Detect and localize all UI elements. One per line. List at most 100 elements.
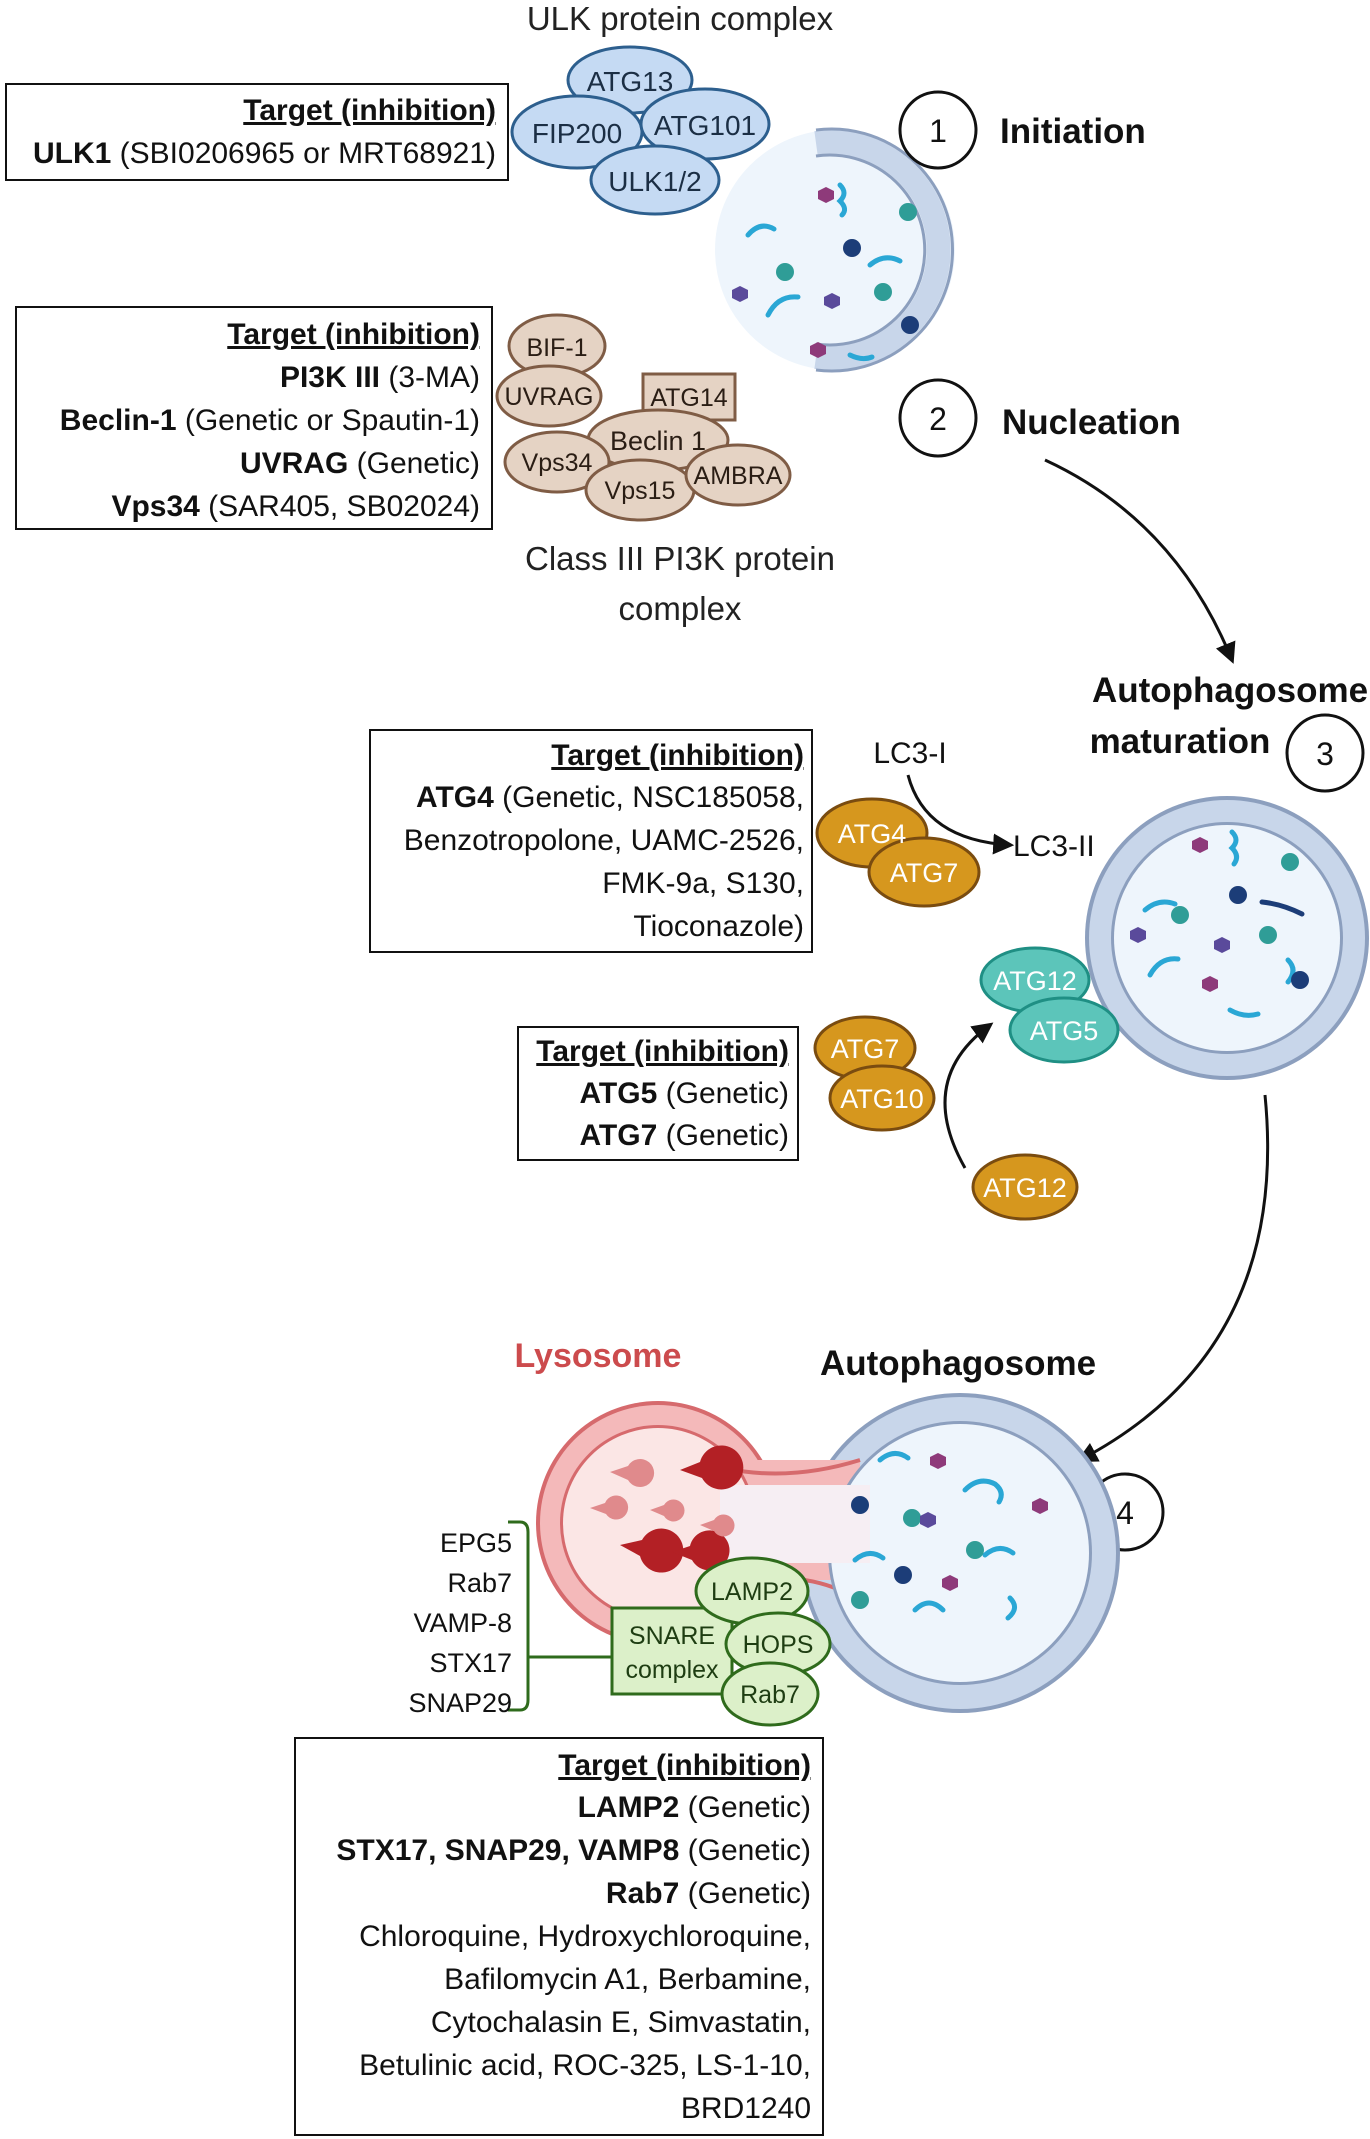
cargo-strand [962,1478,1004,1505]
enzyme-shape [610,1459,655,1487]
target-detail: (SBI0206965 or MRT68921) [111,137,496,170]
target-row: ATG7 (Genetic) [579,1119,789,1152]
enzyme-label: ATG4 [838,819,907,849]
target-heading: Target (inhibition) [536,1035,789,1068]
target-row: Tioconazole) [633,910,804,943]
protein-ulk1-2 [589,144,721,216]
fusion-cargo [851,1451,1048,1621]
protein-label: BIF-1 [526,334,587,362]
protein-label: Beclin 1 [610,426,706,456]
fusion-target-box: Target (inhibition) LAMP2 (Genetic) STX1… [294,1737,824,2136]
target-box-frame [369,729,813,953]
step-number-circle [898,378,978,458]
bracket-item: VAMP-8 [413,1608,512,1638]
phagophore-membrane-inner-edge [815,153,927,347]
step-number: 3 [1316,736,1334,772]
cargo-strand [1147,956,1181,978]
conjugate-label: ATG12 [993,966,1077,996]
cargo-strand [982,1546,1016,1558]
cargo-hexagon [942,1575,958,1591]
enzyme-atg10 [828,1064,936,1132]
atg4-target-box: Target (inhibition) ATG4 (Genetic, NSC18… [369,729,813,953]
protein-uvrag [495,364,603,428]
target-row: UVRAG (Genetic) [240,447,480,480]
target-name: STX17, SNAP29, VAMP8 [336,1834,679,1867]
cargo-strand [745,223,777,238]
step-3-maturation: Autophagosome maturation 3 [1090,671,1368,793]
ulk-protein-complex: ULK protein complex ATG13 FIP200 ATG101 … [510,0,834,216]
enzyme-shape [672,1530,730,1571]
target-row: ATG5 (Genetic) [579,1077,789,1110]
snare-label-line1: SNARE [629,1622,715,1650]
target-row: Benzotropolone, UAMC-2526, [404,824,804,857]
protein-label: ATG13 [587,66,674,97]
target-detail: (Genetic) [657,1119,789,1152]
protein-label: HOPS [743,1631,814,1659]
fusion-machinery: SNARE complex LAMP2 HOPS Rab7 EPG5 Rab7 … [408,1520,832,1727]
arrow-lc3-conversion [906,774,1015,855]
fusing-autophagosome-lumen [831,1424,1089,1682]
substrate-atg12 [971,1153,1079,1221]
conjugate-atg5 [1008,996,1120,1064]
cargo-hexagon [930,1453,946,1469]
target-name: LAMP2 [578,1791,680,1824]
snare-label-line2: complex [625,1656,719,1684]
conjugate-label: ATG5 [1030,1016,1099,1046]
cargo-strand [867,255,903,268]
protein-label: Rab7 [740,1681,800,1709]
cargo-strand [847,352,875,362]
substrate-label: ATG12 [983,1173,1067,1203]
bracket-item: EPG5 [440,1528,512,1558]
target-box-frame [15,306,493,530]
bracket-item: SNAP29 [408,1688,512,1718]
target-row: PI3K III (3-MA) [280,361,480,394]
target-row: Bafilomycin A1, Berbamine, [444,1963,811,1996]
autolysosome-fusion [536,1393,1120,1713]
cargo-strand [1285,957,1296,985]
enzyme-shape [620,1528,684,1573]
cargo-strand [765,294,801,318]
lc3-ii-label: LC3-II [1013,830,1095,863]
phagophore-membrane-outer-edge [815,127,954,373]
step-number: 4 [1116,1495,1134,1531]
cargo-strand [1259,899,1305,917]
target-heading: Target (inhibition) [243,94,496,127]
lc3-conversion: LC3-I LC3-II ATG4 ATG7 [815,737,1095,908]
pi3k-target-box: Target (inhibition) PI3K III (3-MA) Becl… [15,306,493,530]
cargo-dot [903,1509,921,1527]
target-row: Beclin-1 (Genetic or Spautin-1) [60,404,480,437]
target-row: ATG4 (Genetic, NSC185058, [416,781,804,814]
enzyme-atg7 [867,836,981,908]
enzyme-shape [700,1514,735,1537]
enzyme-shape [650,1499,685,1522]
cargo-strand [1142,899,1178,913]
cargo-dot [1291,971,1309,989]
atg12-conjugation: ATG12 ATG5 ATG7 ATG10 ATG12 [813,946,1120,1221]
autophagosome-lumen [1114,825,1340,1051]
ulk-complex-label: ULK protein complex [527,0,834,37]
cargo-hexagon [1130,927,1146,943]
cargo-strand [1228,829,1240,867]
arrow-nucleation-to-maturation [1044,458,1236,664]
protein-ambra [684,443,792,507]
target-name: Rab7 [606,1877,679,1910]
protein-label: UVRAG [505,383,594,411]
bracket-item: STX17 [429,1648,512,1678]
lysosome-label: Lysosome [515,1337,682,1375]
step-number: 2 [929,401,947,437]
protein-vps34 [503,430,611,494]
phagophore-membrane-inner [814,130,951,370]
lc3-i-label: LC3-I [873,737,946,770]
cargo-dot [1281,853,1299,871]
target-name: ULK1 [33,137,111,170]
target-name: Vps34 [111,490,200,523]
autophagosome-mature [1085,796,1369,1080]
phagophore [715,127,955,373]
cargo-dot [1229,886,1247,904]
cargo-hexagon [920,1512,936,1528]
target-row: FMK-9a, S130, [602,867,804,900]
cargo-hexagon [1192,837,1208,853]
target-row: Chloroquine, Hydroxychloroquine, [359,1920,811,1953]
step-title: Initiation [1000,112,1146,151]
